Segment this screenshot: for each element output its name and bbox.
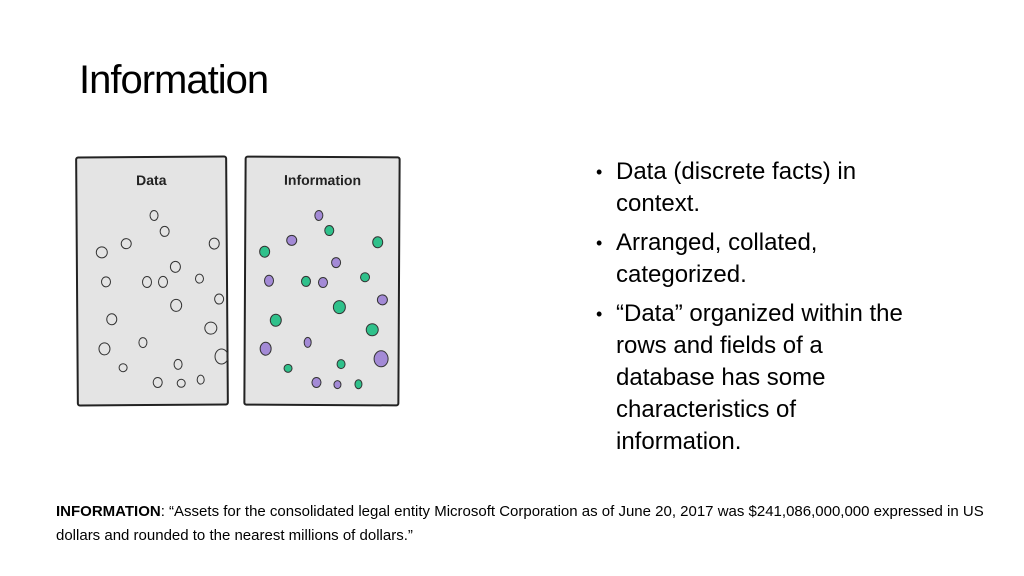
hollow-dot bbox=[214, 348, 229, 365]
hollow-dot bbox=[118, 363, 128, 373]
purple-dot bbox=[373, 350, 389, 368]
note-label: INFORMATION bbox=[56, 503, 161, 520]
green-dot bbox=[269, 313, 282, 327]
green-dot bbox=[365, 323, 379, 337]
bullet-item: •Data (discrete facts) in context. bbox=[596, 158, 857, 217]
hollow-dot bbox=[170, 298, 183, 312]
hollow-dot bbox=[100, 276, 112, 288]
information-example-note: INFORMATION: “Assets for the consolidate… bbox=[56, 500, 1016, 548]
green-dot bbox=[354, 379, 363, 390]
hollow-dot bbox=[157, 275, 169, 288]
green-dot bbox=[283, 363, 293, 373]
hollow-dot bbox=[159, 225, 170, 237]
hollow-dot bbox=[149, 209, 159, 222]
purple-dot bbox=[333, 380, 342, 390]
data-panel: Data bbox=[75, 155, 229, 407]
slide-title: Information bbox=[79, 58, 269, 102]
hollow-dot bbox=[208, 237, 220, 250]
hollow-dot bbox=[95, 246, 108, 259]
hollow-dot bbox=[98, 342, 111, 356]
bullet-list: •Data (discrete facts) in context. •Arra… bbox=[596, 156, 916, 465]
data-vs-information-illustration: Data Information bbox=[72, 155, 406, 410]
bullet-item: •Arranged, collated, categorized. bbox=[596, 229, 818, 288]
hollow-dot bbox=[152, 376, 163, 388]
hollow-dot bbox=[194, 273, 205, 284]
hollow-dot bbox=[106, 313, 118, 326]
green-dot bbox=[359, 272, 371, 283]
note-text: : “Assets for the consolidated legal ent… bbox=[56, 503, 984, 544]
information-panel-label: Information bbox=[283, 171, 362, 189]
purple-dot bbox=[259, 341, 272, 356]
green-dot bbox=[259, 245, 271, 258]
green-dot bbox=[300, 275, 312, 287]
hollow-dot bbox=[120, 238, 132, 250]
green-dot bbox=[372, 236, 384, 249]
hollow-dot bbox=[176, 378, 186, 388]
green-dot bbox=[324, 225, 335, 237]
hollow-dot bbox=[214, 293, 225, 305]
purple-dot bbox=[331, 257, 342, 269]
hollow-dot bbox=[141, 276, 153, 289]
hollow-dot bbox=[173, 358, 183, 370]
purple-dot bbox=[286, 234, 298, 246]
purple-dot bbox=[317, 276, 329, 289]
purple-dot bbox=[314, 209, 324, 222]
data-panel-label: Data bbox=[136, 171, 167, 189]
hollow-dot bbox=[204, 321, 218, 335]
bullet-marker: • bbox=[596, 304, 603, 324]
information-panel: Information bbox=[243, 155, 401, 407]
green-dot bbox=[336, 359, 346, 370]
hollow-dot bbox=[138, 337, 148, 349]
bullet-marker: • bbox=[596, 162, 603, 182]
hollow-dot bbox=[196, 374, 205, 385]
bullet-item: •“Data” organized within the rows and fi… bbox=[596, 300, 903, 455]
hollow-dot bbox=[169, 260, 181, 273]
green-dot bbox=[332, 300, 346, 315]
purple-dot bbox=[376, 294, 388, 306]
purple-dot bbox=[263, 274, 275, 287]
bullet-marker: • bbox=[596, 233, 603, 253]
purple-dot bbox=[303, 336, 312, 348]
purple-dot bbox=[311, 376, 322, 388]
